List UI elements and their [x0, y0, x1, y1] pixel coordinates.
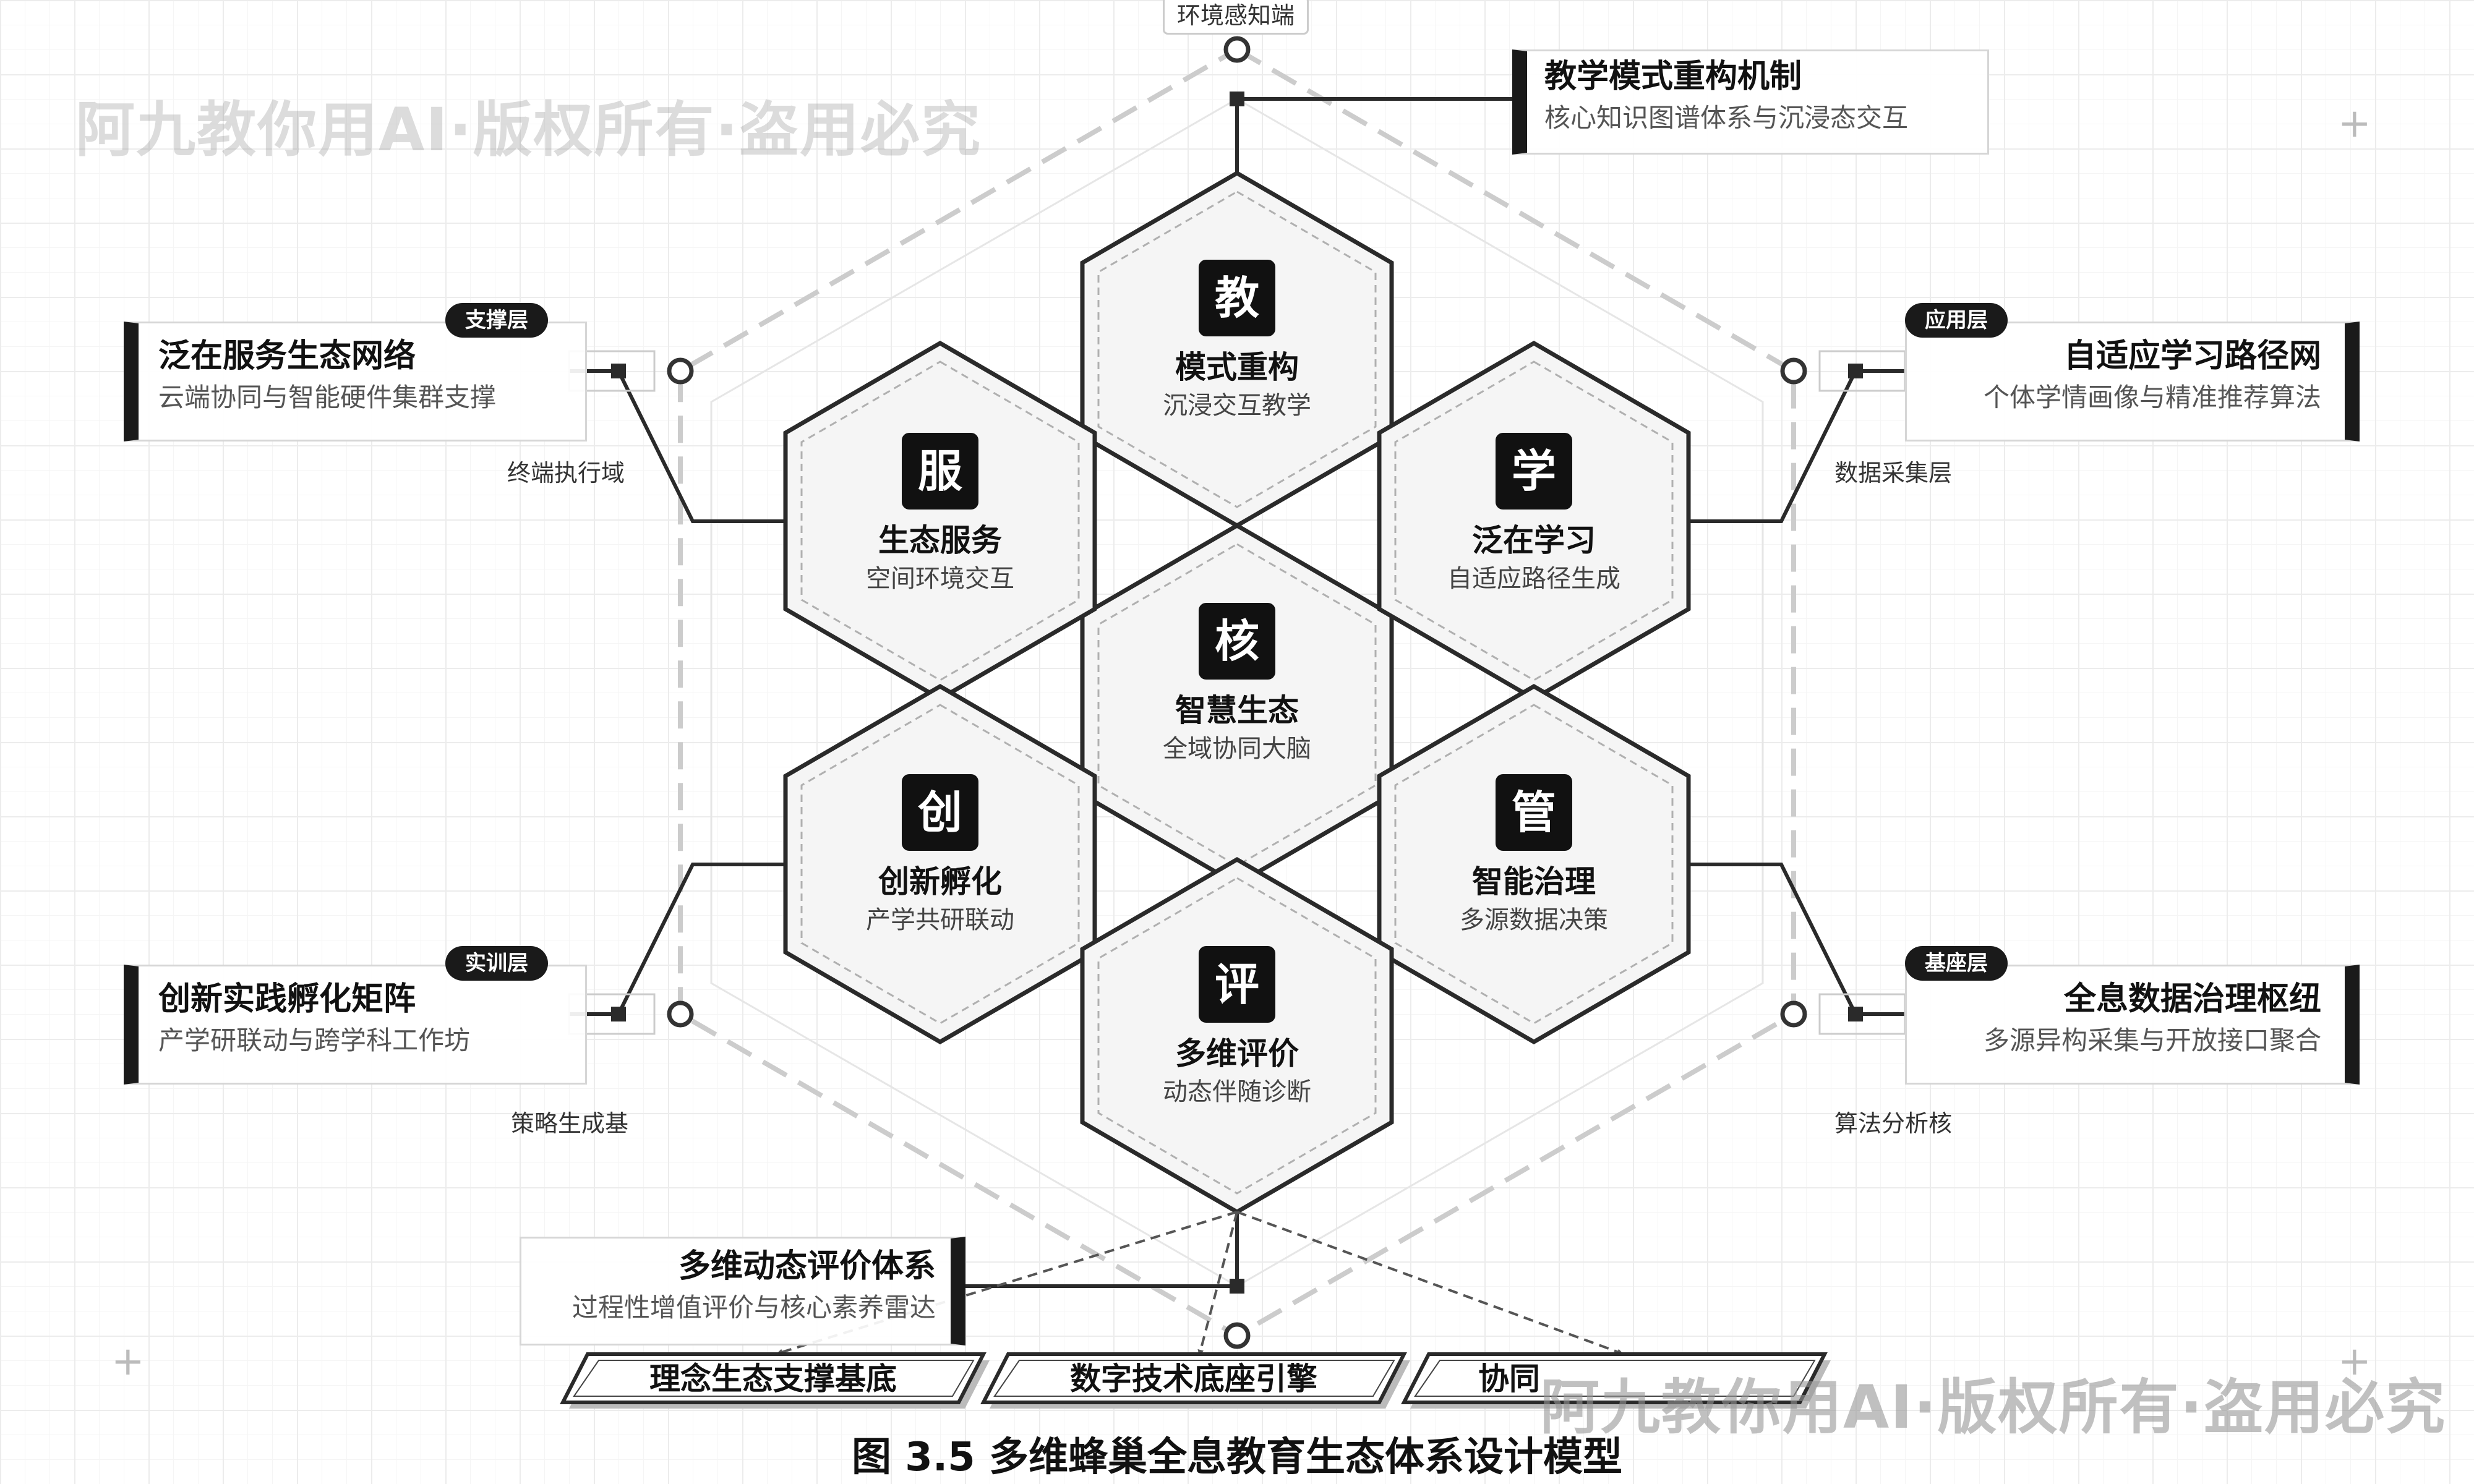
side-label-algorithm: 算法分析核 — [1834, 1110, 1953, 1137]
hex-title-create: 创新孵化 — [878, 864, 1002, 900]
node-circle-lower-left — [667, 1000, 694, 1028]
hex-char-learn: 学 — [1496, 433, 1572, 510]
node-circle-bottom — [1223, 1322, 1251, 1349]
base-slab-3-label: 协同 — [1478, 1361, 1540, 1397]
base-arrows — [776, 1211, 1624, 1356]
base-slab-2 — [980, 1352, 1410, 1409]
tag-support-layer: 支撑层 — [445, 303, 548, 338]
card-top-title: 教学模式重构机制 — [1544, 58, 1802, 95]
figure-caption: 图 3.5 多维蜂巢全息教育生态体系设计模型 — [852, 1435, 1622, 1480]
card-right-lower-subtitle: 多源异构采集与开放接口聚合 — [1983, 1025, 2321, 1055]
hex-title-core: 智慧生态 — [1175, 693, 1299, 728]
hex-subtitle-teach: 沉浸交互教学 — [1163, 391, 1311, 420]
hex-subtitle-core: 全域协同大脑 — [1163, 735, 1311, 763]
card-bottom: 多维动态评价体系 过程性增值评价与核心素养雷达 — [520, 1237, 965, 1345]
watermark-top: 阿九教你用AI·版权所有·盗用必究 — [75, 95, 982, 164]
connector-lines — [569, 92, 1905, 1294]
hex-char-eval: 评 — [1199, 946, 1275, 1023]
watermark-bottom: 阿九教你用AI·版权所有·盗用必究 — [1540, 1373, 2446, 1442]
hex-subtitle-eval: 动态伴随诊断 — [1163, 1078, 1311, 1106]
hex-title-manage: 智能治理 — [1472, 864, 1596, 900]
hex-title-learn: 泛在学习 — [1472, 522, 1596, 558]
hex-char-create: 创 — [902, 774, 978, 851]
hex-subtitle-learn: 自适应路径生成 — [1447, 565, 1620, 593]
card-left-upper: 泛在服务生态网络 云端协同与智能硬件集群支撑 — [124, 322, 587, 441]
tag-base-layer: 基座层 — [1905, 946, 2008, 981]
card-top-subtitle: 核心知识图谱体系与沉浸态交互 — [1544, 103, 1909, 133]
side-label-data-collection: 数据采集层 — [1834, 459, 1953, 487]
node-circle-upper-left — [667, 357, 694, 385]
card-bottom-title: 多维动态评价体系 — [678, 1248, 936, 1285]
node-circle-upper-right — [1780, 357, 1807, 385]
hex-title-eval: 多维评价 — [1175, 1036, 1299, 1072]
hex-label-teach: 教 模式重构 沉浸交互教学 — [1107, 260, 1367, 424]
hex-label-create: 创 创新孵化 产学共研联动 — [810, 774, 1070, 939]
tag-application-layer: 应用层 — [1905, 303, 2008, 338]
hex-label-core: 核 智慧生态 全域协同大脑 — [1107, 603, 1367, 767]
top-node-label: 环境感知端 — [1163, 0, 1309, 35]
hexagon-create — [783, 683, 1097, 1045]
hex-label-manage: 管 智能治理 多源数据决策 — [1404, 774, 1664, 939]
card-left-lower-title: 创新实践孵化矩阵 — [158, 981, 416, 1018]
hex-label-learn: 学 泛在学习 自适应路径生成 — [1404, 433, 1664, 597]
hex-label-eval: 评 多维评价 动态伴随诊断 — [1107, 946, 1367, 1111]
base-slab-1-label: 理念生态支撑基底 — [649, 1361, 897, 1397]
hex-char-teach: 教 — [1199, 260, 1275, 336]
hex-label-serve: 服 生态服务 空间环境交互 — [810, 433, 1070, 597]
hex-char-manage: 管 — [1496, 774, 1572, 851]
card-right-upper-subtitle: 个体学情画像与精准推荐算法 — [1983, 382, 2321, 412]
hexagon-manage — [1377, 683, 1691, 1045]
tag-training-layer: 实训层 — [445, 946, 548, 981]
hex-subtitle-serve: 空间环境交互 — [866, 565, 1014, 593]
card-right-lower: 全息数据治理枢纽 多源异构采集与开放接口聚合 — [1905, 965, 2360, 1085]
side-label-terminal: 终端执行域 — [507, 459, 625, 487]
plus-mark-bottom-left: + — [111, 1339, 145, 1384]
hex-subtitle-manage: 多源数据决策 — [1460, 906, 1608, 934]
card-left-lower: 创新实践孵化矩阵 产学研联动与跨学科工作坊 — [124, 965, 587, 1085]
plus-mark-bottom-right: + — [2338, 1339, 2371, 1384]
hex-title-serve: 生态服务 — [878, 522, 1002, 558]
hex-char-core: 核 — [1199, 603, 1275, 680]
card-left-upper-subtitle: 云端协同与智能硬件集群支撑 — [158, 382, 497, 412]
card-bottom-subtitle: 过程性增值评价与核心素养雷达 — [571, 1292, 936, 1323]
base-slab-3 — [1401, 1352, 1831, 1409]
plus-mark-top-right: + — [2338, 101, 2371, 147]
card-top: 教学模式重构机制 核心知识图谱体系与沉浸态交互 — [1512, 49, 1989, 155]
hex-char-serve: 服 — [902, 433, 978, 510]
hexagon-teach — [1080, 170, 1394, 529]
node-circle-top — [1223, 36, 1251, 63]
hex-title-teach: 模式重构 — [1175, 349, 1299, 385]
base-slab-1 — [560, 1352, 990, 1409]
node-circle-lower-right — [1780, 1000, 1807, 1028]
base-slab-2-label: 数字技术底座引擎 — [1070, 1361, 1317, 1397]
card-right-lower-title: 全息数据治理枢纽 — [2063, 981, 2321, 1018]
hex-subtitle-create: 产学共研联动 — [866, 906, 1014, 934]
card-right-upper: 自适应学习路径网 个体学情画像与精准推荐算法 — [1905, 322, 2360, 441]
card-right-upper-title: 自适应学习路径网 — [2063, 338, 2321, 375]
side-label-strategy: 策略生成基 — [511, 1110, 629, 1137]
card-left-lower-subtitle: 产学研联动与跨学科工作坊 — [158, 1025, 471, 1055]
card-left-upper-title: 泛在服务生态网络 — [158, 338, 416, 375]
